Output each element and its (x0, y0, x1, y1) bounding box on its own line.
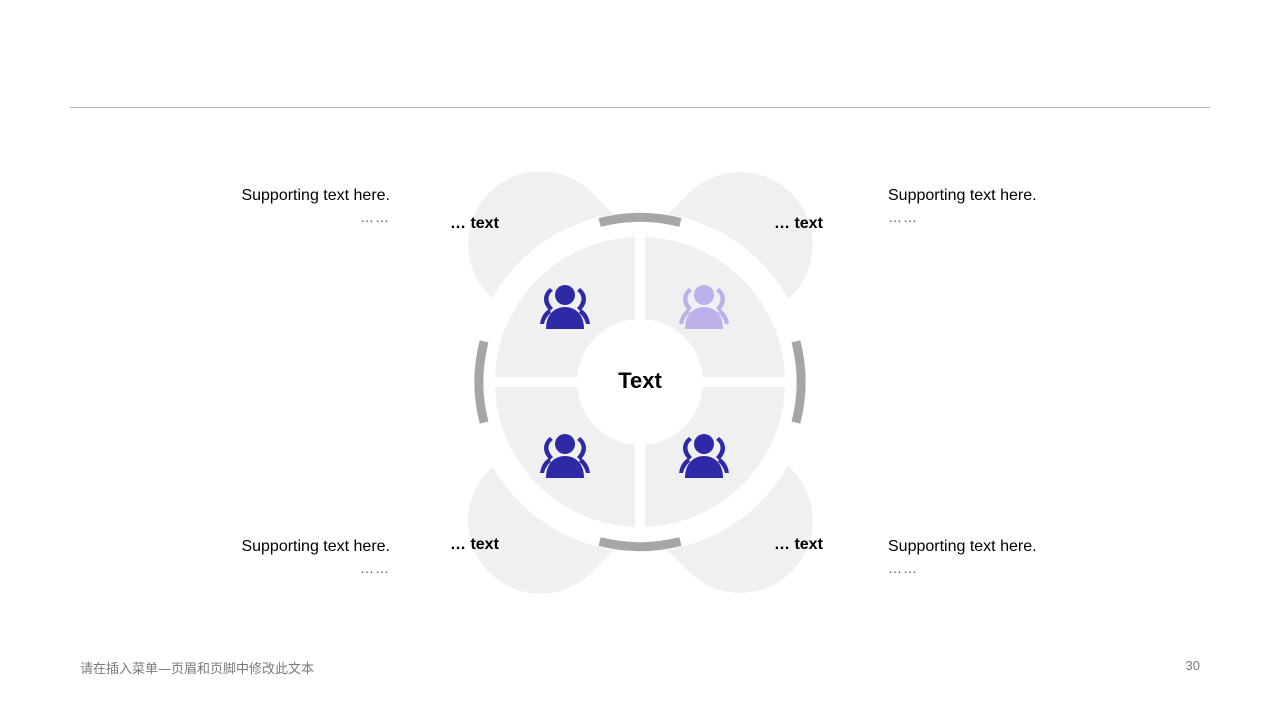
supporting-text: Supporting text here. (888, 187, 1037, 204)
ellipsis-placeholder: …… (360, 209, 390, 225)
user-group-icon (540, 285, 590, 329)
footer-text: 请在插入菜单—页眉和页脚中修改此文本 (80, 662, 315, 677)
user-group-icon (679, 434, 729, 478)
header-divider (70, 107, 1210, 108)
petal-label-bottom-left: … text (450, 536, 499, 553)
supporting-text: Supporting text here. (888, 538, 1037, 555)
page-number: 30 (1185, 658, 1200, 673)
supporting-text-bottom-right: Supporting text here. …… (888, 533, 1037, 575)
center-label: Text (618, 368, 662, 393)
petal-label-top-right: … text (774, 215, 823, 232)
center-circle (577, 319, 703, 445)
ring-arcs (474, 212, 806, 552)
supporting-text: Supporting text here. (241, 538, 390, 555)
petal-label-top-left: … text (450, 215, 499, 232)
user-group-icon (679, 285, 729, 329)
supporting-text-top-right: Supporting text here. …… (888, 182, 1037, 224)
ellipsis-placeholder: …… (888, 209, 918, 225)
supporting-text: Supporting text here. (241, 187, 390, 204)
petal-label-bottom-right: … text (774, 536, 823, 553)
ellipsis-placeholder: …… (888, 560, 918, 576)
supporting-text-top-left: Supporting text here. …… (241, 182, 390, 224)
supporting-text-bottom-left: Supporting text here. …… (241, 533, 390, 575)
user-group-icon (540, 434, 590, 478)
ellipsis-placeholder: …… (360, 560, 390, 576)
